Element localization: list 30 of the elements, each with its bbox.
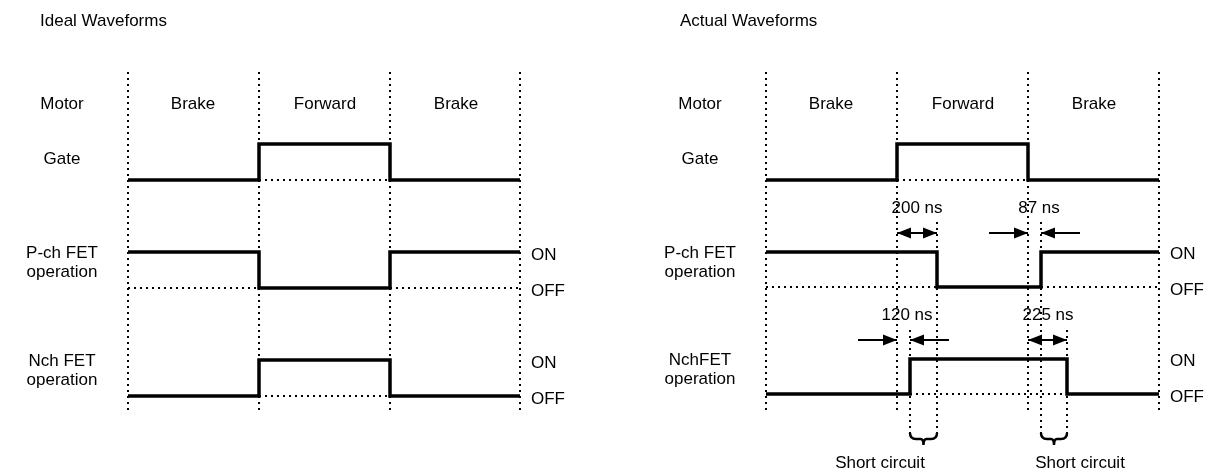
- state-label: ON: [531, 244, 557, 264]
- row-label: NchFET operation: [663, 350, 737, 388]
- bracket-label: Short circuit: [1035, 452, 1125, 472]
- timing-label: 225 ns: [1022, 304, 1074, 324]
- phase-label: Forward: [931, 93, 995, 113]
- phase-label: Brake: [1071, 93, 1117, 113]
- row-label: P-ch FET operation: [663, 243, 737, 281]
- row-label: Motor: [678, 93, 722, 113]
- phase-label: Brake: [808, 93, 854, 113]
- timing-label: 120 ns: [881, 304, 933, 324]
- timing-label: 87 ns: [1018, 197, 1060, 217]
- row-label: Gate: [43, 148, 81, 168]
- state-label: ON: [531, 352, 557, 372]
- phase-label: Forward: [293, 93, 357, 113]
- row-label: P-ch FET operation: [25, 243, 99, 281]
- phase-label: Brake: [170, 93, 216, 113]
- state-label: OFF: [1170, 386, 1204, 406]
- row-label: Gate: [681, 148, 719, 168]
- state-label: OFF: [531, 280, 565, 300]
- state-label: ON: [1170, 243, 1196, 263]
- state-label: OFF: [1170, 279, 1204, 299]
- bracket-label: Short circuit: [835, 452, 925, 472]
- state-label: OFF: [531, 388, 565, 408]
- panel-title: Actual Waveforms: [680, 10, 818, 30]
- panel-title: Ideal Waveforms: [40, 10, 167, 30]
- timing-label: 200 ns: [891, 197, 943, 217]
- row-label: Motor: [40, 93, 84, 113]
- state-label: ON: [1170, 350, 1196, 370]
- row-label: Nch FET operation: [25, 351, 99, 389]
- phase-label: Brake: [433, 93, 479, 113]
